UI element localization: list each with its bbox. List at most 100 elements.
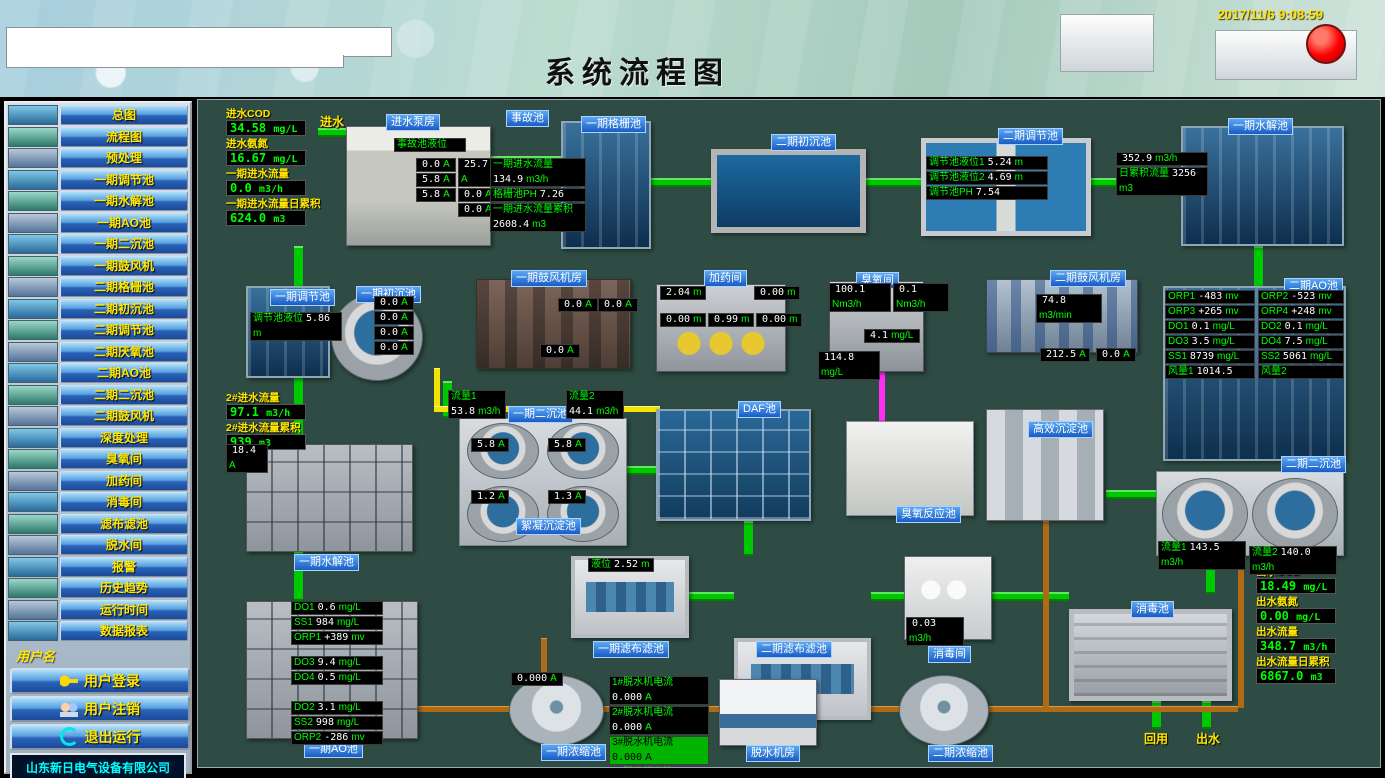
readout-label: DO4 <box>1261 336 1282 347</box>
logout-button[interactable]: 用户注销 <box>10 695 190 722</box>
stat-value: 348.7 m3/h <box>1256 638 1336 654</box>
sidebar-button[interactable]: 一期AO池 <box>60 212 188 233</box>
sidebar-item[interactable]: 消毒间 <box>8 492 188 512</box>
readout-value: 8739 <box>1189 351 1214 362</box>
readout-unit: A <box>401 327 408 338</box>
readout-row: 5.8 A <box>548 438 586 452</box>
sidebar-button[interactable]: 一期二沉池 <box>60 234 188 254</box>
readout-value: 5.8 <box>422 189 441 200</box>
station-label-dosing: 加药间 <box>704 270 747 287</box>
readout-unit: m3/h <box>596 406 619 417</box>
sidebar-item[interactable]: 二期AO池 <box>8 363 188 383</box>
sidebar-item[interactable]: 预处理 <box>8 148 188 168</box>
readout-unit: A <box>645 722 652 733</box>
readout-row: 0.0 A <box>540 344 580 358</box>
sidebar-item[interactable]: 总图 <box>8 105 188 125</box>
station-label-floc: 絮凝沉淀池 <box>516 518 581 535</box>
sidebar-item[interactable]: 二期格栅池 <box>8 277 188 297</box>
stat-value: 16.67 mg/L <box>226 150 306 166</box>
sidebar-item[interactable]: 深度处理 <box>8 427 188 448</box>
sidebar-item[interactable]: 二期调节池 <box>8 320 188 340</box>
sidebar-button[interactable]: 流程图 <box>60 126 188 147</box>
sidebar-item[interactable]: 报警 <box>8 556 188 577</box>
stat-block: 2#进水流量 97.1 m3/h <box>226 392 321 420</box>
thumbnail-icon <box>8 105 58 125</box>
readout-row: SS1 8739 mg/L <box>1165 350 1255 364</box>
sidebar-button[interactable]: 一期水解池 <box>60 191 188 211</box>
readout-unit: Nm3/h <box>896 299 926 310</box>
readout-value: 5.8 <box>554 439 573 450</box>
sidebar-button[interactable]: 滤布滤池 <box>60 513 188 534</box>
station-label-ao1: 一期AO池 <box>304 741 363 758</box>
readout-unit: m3/h <box>526 174 549 185</box>
readout-unit: A <box>1123 349 1130 360</box>
alarm-indicator-icon[interactable] <box>1306 24 1346 64</box>
sidebar-item[interactable]: 滤布滤池 <box>8 513 188 534</box>
sidebar-item[interactable]: 二期鼓风机 <box>8 406 188 426</box>
sidebar-button[interactable]: 历史趋势 <box>60 578 188 598</box>
thumbnail-icon <box>8 470 58 491</box>
readout-value: 0.0 <box>380 342 399 353</box>
sidebar-button[interactable]: 预处理 <box>60 148 188 168</box>
sidebar-button[interactable]: 二期厌氧池 <box>60 341 188 362</box>
pump-currents-col1: 0.0 A 5.8 A 5.8 A <box>416 158 456 202</box>
sidebar-button[interactable]: 二期鼓风机 <box>60 406 188 426</box>
sidebar-button[interactable]: 深度处理 <box>60 427 188 448</box>
sidebar-button[interactable]: 报警 <box>60 556 188 577</box>
stat-value: 34.58 mg/L <box>226 120 306 136</box>
sidebar-item[interactable]: 二期厌氧池 <box>8 341 188 362</box>
sidebar-button[interactable]: 一期鼓风机 <box>60 255 188 276</box>
readout-label: SS1 <box>294 617 313 628</box>
sidebar-button[interactable]: 二期初沉池 <box>60 298 188 319</box>
sidebar-item[interactable]: 加药间 <box>8 470 188 491</box>
sidebar-item[interactable]: 一期鼓风机 <box>8 255 188 276</box>
sidebar-item[interactable]: 历史趋势 <box>8 578 188 598</box>
pipe <box>1152 701 1161 729</box>
readout-row: 流量1 143.5 m3/h <box>1158 541 1246 570</box>
exit-icon <box>59 727 79 746</box>
sidebar-item[interactable]: 臭氧间 <box>8 449 188 469</box>
readout-value: 1.2 <box>477 491 496 502</box>
dosing-level-2: 0.00 m <box>754 286 800 300</box>
station-label-regulate1: 一期调节池 <box>270 289 335 306</box>
login-button[interactable]: 用户登录 <box>10 667 190 694</box>
sec1-current-4: 1.3 A <box>548 490 586 504</box>
readout-row: 0.00 m <box>756 313 802 327</box>
sidebar-button[interactable]: 加药间 <box>60 470 188 491</box>
readout-value: 134.9 <box>493 174 524 185</box>
blower2-current-2: 0.0 A <box>1096 348 1136 362</box>
sidebar-item[interactable]: 脱水间 <box>8 535 188 555</box>
sidebar-button[interactable]: 数据报表 <box>60 621 188 641</box>
sidebar-button[interactable]: 二期二沉池 <box>60 384 188 405</box>
sidebar-button[interactable]: 总图 <box>60 105 188 125</box>
readout-row: 流量1 53.8 m3/h <box>448 390 506 419</box>
sidebar-button[interactable]: 二期格栅池 <box>60 277 188 297</box>
sidebar-button[interactable]: 二期调节池 <box>60 320 188 340</box>
sidebar-item[interactable]: 一期水解池 <box>8 191 188 211</box>
station-label-dewater-room: 脱水机房 <box>746 745 800 762</box>
sidebar-item[interactable]: 流程图 <box>8 126 188 147</box>
readout-unit: mg/L <box>1212 336 1235 347</box>
sidebar-item[interactable]: 一期AO池 <box>8 212 188 233</box>
sidebar-item[interactable]: 数据报表 <box>8 621 188 641</box>
sidebar-item[interactable]: 一期二沉池 <box>8 234 188 254</box>
sidebar-item[interactable]: 二期二沉池 <box>8 384 188 405</box>
thumbnail-icon <box>8 320 58 340</box>
legend-box <box>6 27 392 57</box>
readout-unit: A <box>645 752 652 763</box>
exit-button[interactable]: 退出运行 <box>10 723 190 750</box>
sidebar-button[interactable]: 二期AO池 <box>60 363 188 383</box>
sidebar-item[interactable]: 运行时间 <box>8 599 188 620</box>
readout-label: SS2 <box>1261 351 1280 362</box>
readout-row: 0.000 A <box>511 672 563 686</box>
sidebar-button[interactable]: 消毒间 <box>60 492 188 512</box>
station-label-pump-house: 进水泵房 <box>386 114 440 131</box>
sidebar-button[interactable]: 臭氧间 <box>60 449 188 469</box>
sidebar-item[interactable]: 二期初沉池 <box>8 298 188 319</box>
sidebar-button[interactable]: 一期调节池 <box>60 169 188 190</box>
sidebar-item[interactable]: 一期调节池 <box>8 169 188 190</box>
sidebar-button[interactable]: 脱水间 <box>60 535 188 555</box>
process-flow-diagram: 进水泵房 事故池 一期格栅池 二期初沉池 二期调节池 一期水解池 一期调节池 一… <box>197 99 1381 768</box>
sidebar-button[interactable]: 运行时间 <box>60 599 188 620</box>
readout-unit: A <box>645 692 652 703</box>
